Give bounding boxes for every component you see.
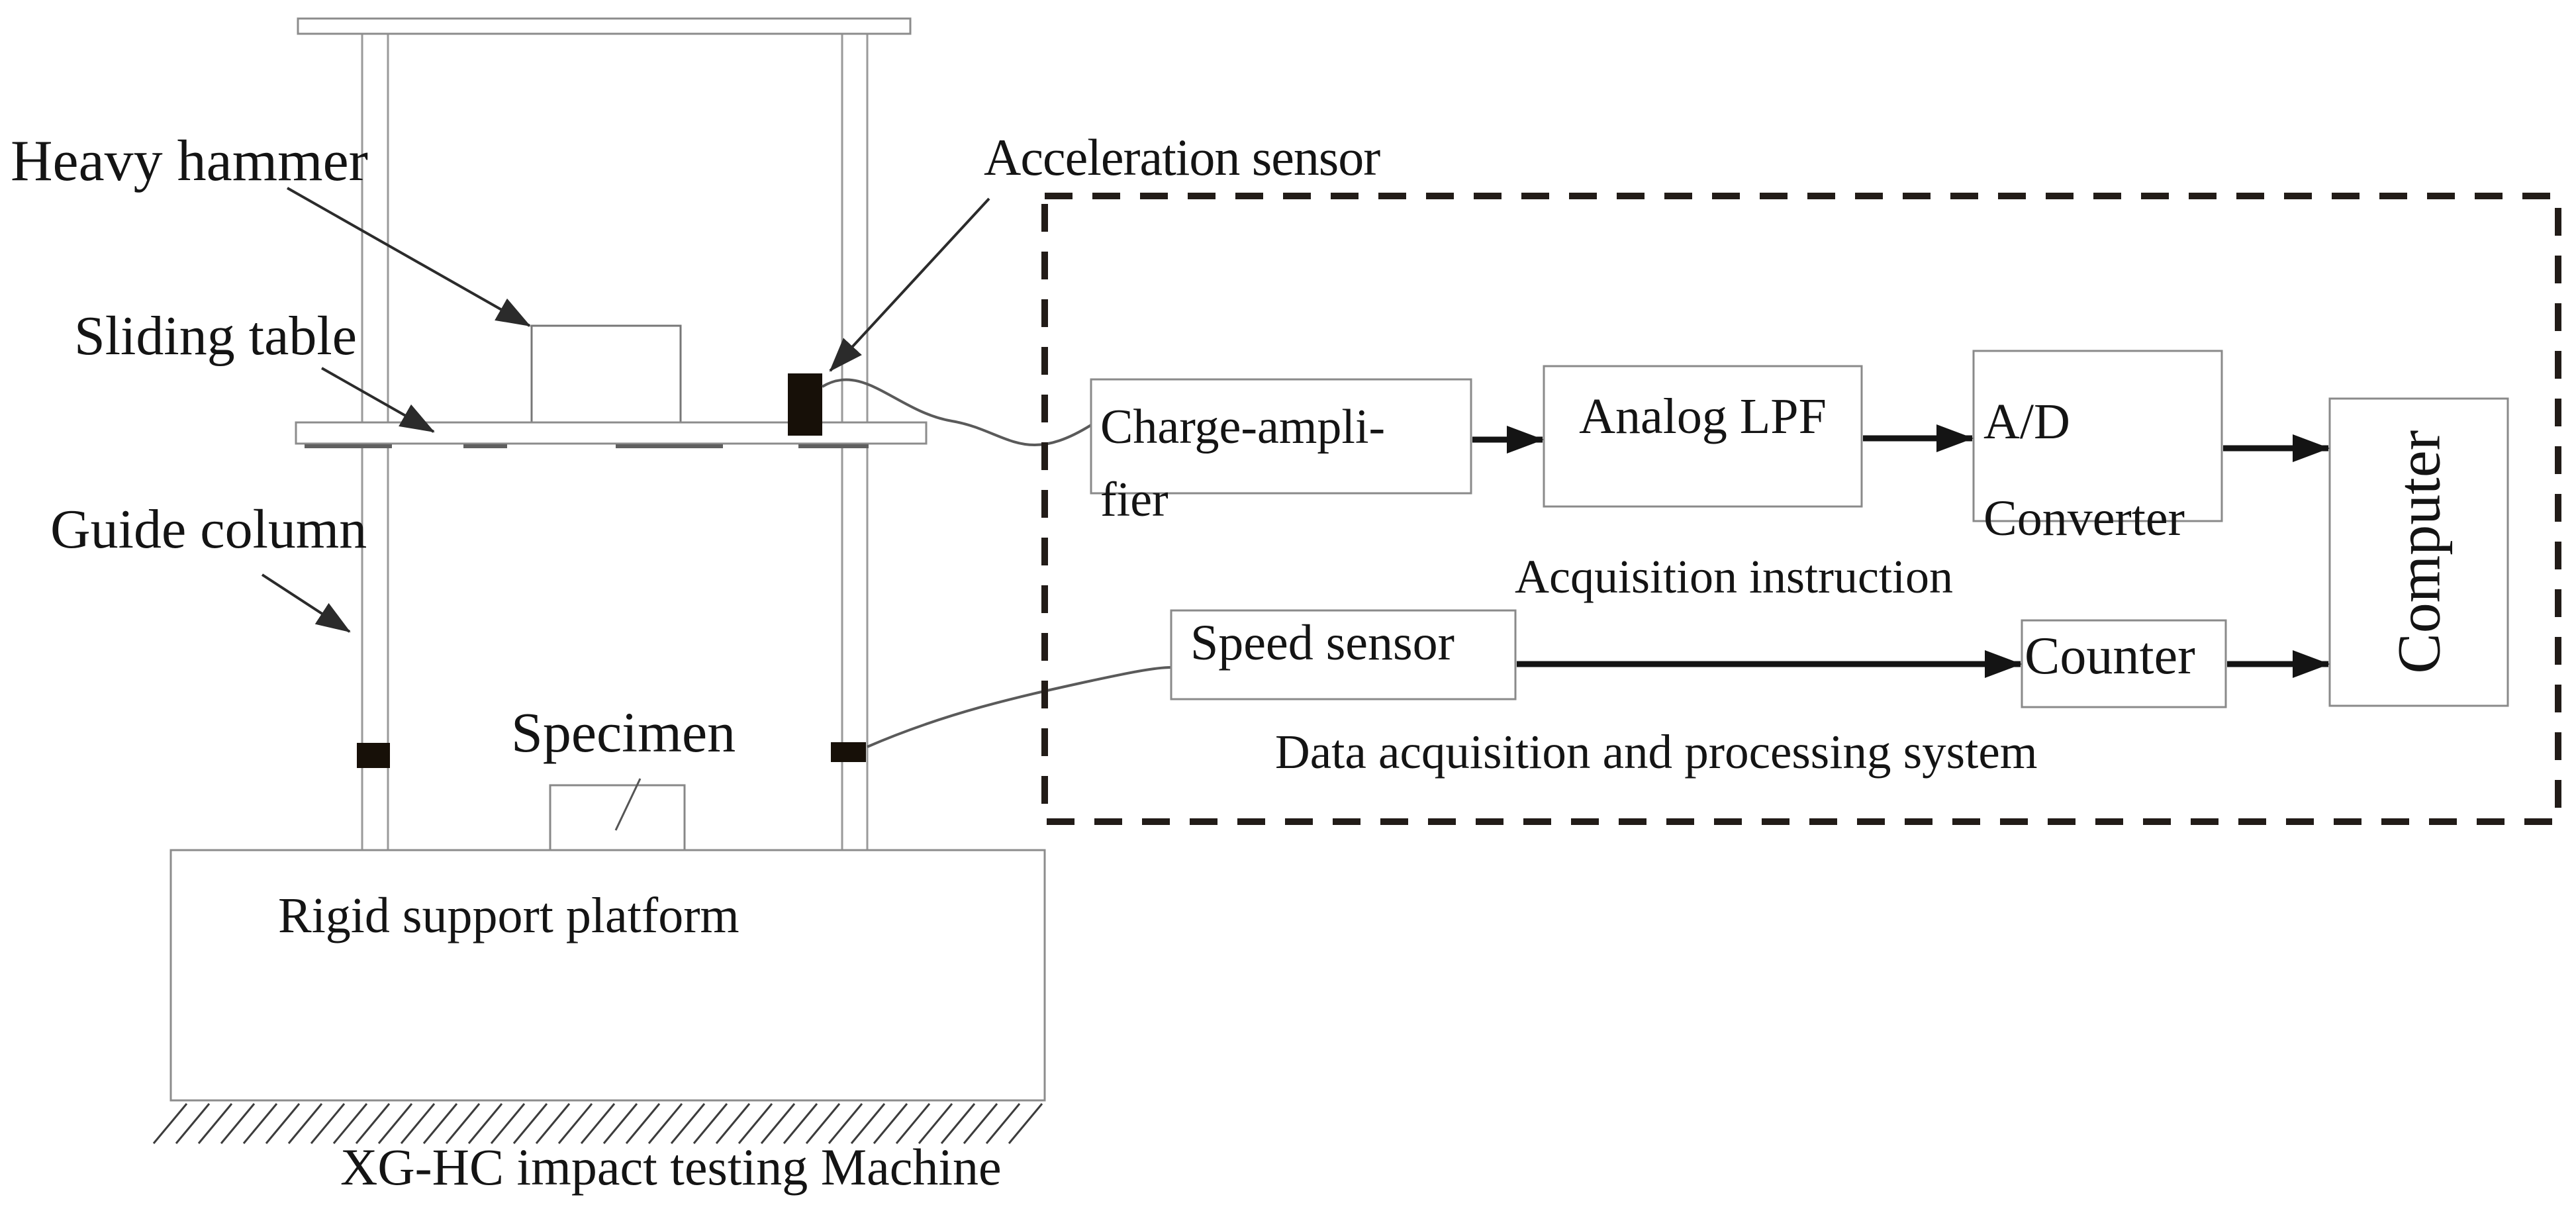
hatch-stroke [602, 1103, 638, 1144]
hatch-stroke [940, 1103, 976, 1144]
hatch-stroke [152, 1103, 188, 1144]
computer-label: Computer [2384, 430, 2452, 674]
hatch-stroke [895, 1103, 931, 1144]
hatch-stroke [873, 1103, 908, 1144]
hatch-stroke [828, 1103, 863, 1144]
acquisition-instruction-label: Acquisition instruction [1515, 550, 1953, 603]
specimen-body [549, 784, 686, 852]
charge-amplifier-box [1090, 378, 1472, 495]
hatch-stroke [985, 1103, 1021, 1144]
rigid-support-platform [169, 849, 1046, 1102]
counter-box [2021, 619, 2227, 708]
hatch-stroke [512, 1103, 548, 1144]
heavy-hammer-body [530, 324, 682, 425]
guide-column-label: Guide column [50, 499, 367, 560]
computer-label-wrap: Computer [2330, 399, 2508, 706]
hatch-stroke [535, 1103, 571, 1144]
hatch-stroke [670, 1103, 706, 1144]
rigid-platform-label: Rigid support platform [278, 888, 739, 943]
hatch-stroke [738, 1103, 773, 1144]
signal-arrows [1472, 424, 2330, 678]
charge-amplifier-label: Charge-ampli- fier [1100, 391, 1385, 536]
daq-system-caption: Data acquisition and processing system [1275, 725, 2038, 779]
daq-system [1041, 193, 2561, 825]
hatch-stroke [467, 1103, 503, 1144]
hatch-stroke [400, 1103, 436, 1144]
charge-amplifier-line2: fier [1100, 473, 1169, 527]
top-crossbar [297, 17, 912, 35]
analog-lpf-label: Analog LPF [1579, 389, 1827, 444]
hatch-stroke [242, 1103, 278, 1144]
acceleration-sensor-wire [821, 378, 1092, 447]
analog-lpf-box [1543, 365, 1863, 508]
hatch-stroke [850, 1103, 886, 1144]
computer-box [2328, 397, 2509, 707]
hatch-stroke [692, 1103, 728, 1144]
ad-converter-label: A/D Converter [1983, 373, 2185, 567]
charge-amplifier-line1: Charge-ampli- [1100, 400, 1386, 454]
hatch-stroke [377, 1103, 413, 1144]
heavy-hammer-label: Heavy hammer [11, 129, 368, 193]
hatch-stroke [760, 1103, 796, 1144]
hatch-stroke [580, 1103, 616, 1144]
hatch-stroke [175, 1103, 211, 1144]
sliding-table-label: Sliding table [74, 305, 357, 367]
ad-converter-line2: Converter [1983, 491, 2185, 546]
ad-converter-box [1972, 350, 2223, 522]
sliding-table [295, 421, 928, 445]
hatch-stroke [1008, 1103, 1043, 1144]
acceleration-sensor-body [788, 373, 822, 436]
column-clamp-left [357, 743, 390, 768]
hatch-stroke [197, 1103, 233, 1144]
hatch-stroke [265, 1103, 301, 1144]
hatch-stroke [805, 1103, 841, 1144]
machine-caption: XG-HC impact testing Machine [340, 1138, 1002, 1196]
speed-sensor-label: Speed sensor [1190, 615, 1455, 671]
leader-lines [261, 187, 990, 831]
hatch-stroke [422, 1103, 458, 1144]
hatch-stroke [783, 1103, 818, 1144]
guide-column-leader [261, 573, 351, 633]
hatch-stroke [715, 1103, 751, 1144]
hatch-stroke [332, 1103, 368, 1144]
ground-hatching [152, 1103, 1043, 1144]
specimen-label: Specimen [511, 700, 736, 764]
hatch-stroke [445, 1103, 481, 1144]
column-clamp-right [831, 742, 866, 762]
hatch-stroke [287, 1103, 323, 1144]
daq-boundary-dashed [1041, 193, 2561, 825]
acceleration-sensor-leader [829, 197, 990, 372]
ad-converter-line1: A/D [1983, 394, 2070, 450]
speed-sensor-wire [867, 666, 1172, 748]
counter-label: Counter [2025, 627, 2195, 685]
hatch-stroke [490, 1103, 526, 1144]
hatch-stroke [963, 1103, 998, 1144]
hatch-stroke [557, 1103, 593, 1144]
acceleration-sensor-label: Acceleration sensor [984, 128, 1380, 186]
sensor-wires [821, 378, 1172, 748]
hatch-stroke [647, 1103, 683, 1144]
hatch-stroke [310, 1103, 346, 1144]
hatch-stroke [355, 1103, 391, 1144]
speed-sensor-box [1170, 609, 1517, 700]
specimen-leader [614, 778, 642, 831]
heavy-hammer-leader [287, 187, 531, 327]
hatch-stroke [220, 1103, 256, 1144]
sliding-table-leader [321, 367, 435, 433]
impact-machine [152, 17, 1046, 1144]
hatch-stroke [625, 1103, 661, 1144]
hatch-stroke [918, 1103, 953, 1144]
